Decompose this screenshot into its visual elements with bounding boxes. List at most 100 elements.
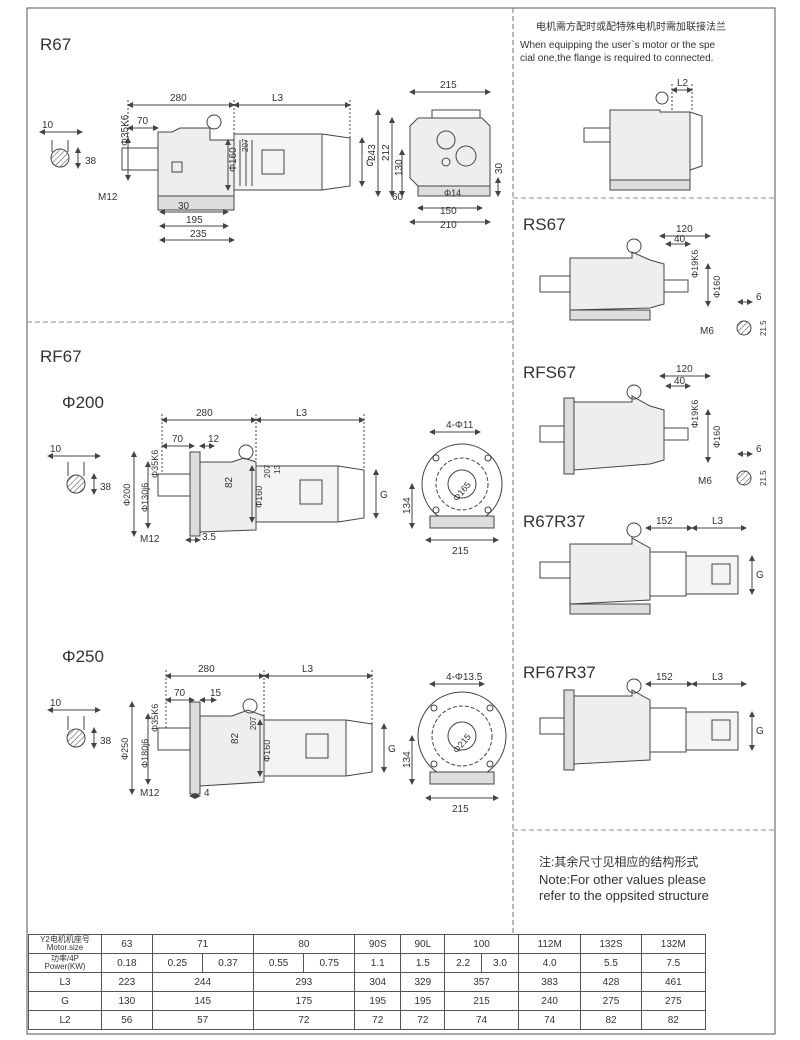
note-other-cn: 注:其余尺寸见相应的结构形式 [539, 854, 698, 869]
cell-l3: 304 [353, 972, 402, 992]
header-power: 功率/4P Power(KW) [28, 953, 102, 973]
dim-side-130: 130 [394, 159, 405, 176]
outer-frame [26, 7, 776, 1035]
dim-rf250-180: Φ180j6 [140, 739, 150, 768]
dim-rf200-10: 10 [50, 444, 62, 455]
title-r67r37: R67R37 [523, 512, 585, 531]
cell-g: 275 [580, 991, 642, 1011]
cell-size: 132M [640, 934, 707, 954]
rs67-view [539, 233, 753, 336]
rfs67-view [539, 373, 753, 486]
dim-rf200-134: 134 [402, 497, 413, 514]
dim-rf200-215: 215 [452, 546, 469, 557]
dim-rs67-160: Φ160 [712, 276, 722, 298]
rf250-side-view [409, 681, 507, 801]
rf200-side-labels: 4-Φ11 Φ165 134 215 [402, 420, 474, 557]
note-other-en-2: refer to the oppsited structure [539, 888, 709, 903]
r67-front-view [39, 100, 365, 243]
cell-size: 71 [151, 934, 254, 954]
dim-rf200-l3: L3 [296, 408, 308, 419]
rf250-side-labels: 4-Φ13.5 Φ215 134 215 [402, 672, 483, 815]
dim-rf250-holes: 4-Φ13.5 [446, 672, 483, 683]
cell-power: 0.55 [268, 957, 289, 969]
table-row-g: G 130 145 175 195 195 215 240 275 275 [28, 991, 707, 1011]
dim-rf200-165: Φ165 [451, 480, 473, 503]
cell-l3: 244 [151, 972, 254, 992]
dim-rf200-m12: M12 [140, 534, 160, 545]
dim-rf250-82: 82 [230, 732, 241, 744]
cell-size: 80 [252, 934, 356, 954]
rf250-front-view [47, 670, 387, 799]
dim-rf200-130: Φ130j6 [140, 483, 150, 512]
dim-r67-l3: L3 [272, 93, 284, 104]
dim-rs67-215: 21.5 [759, 320, 768, 336]
rf200-side-view [409, 429, 503, 543]
note-motor-en-2: cial one,the flange is required to conne… [520, 53, 713, 64]
dim-rf250-215: 215 [452, 804, 469, 815]
cell-g: 195 [353, 991, 402, 1011]
dim-rf250-134: 134 [402, 751, 413, 768]
header-g: G [28, 991, 102, 1011]
dim-side-210: 210 [440, 220, 457, 231]
dim-side-60: 60 [392, 192, 404, 203]
dim-rf200-200: Φ200 [122, 484, 132, 506]
dim-rs67-6: 6 [756, 292, 762, 303]
dim-r67-30: 30 [178, 201, 190, 212]
dim-rf200-82: 82 [224, 476, 235, 488]
motor-spec-table: Y2电机机座号 Motor.size 63 71 80 90S 90L 100 … [28, 934, 707, 1030]
dim-rf250-l3: L3 [302, 664, 314, 675]
cell-size: 132S [580, 934, 642, 954]
cell-g: 240 [517, 991, 582, 1011]
dim-r67-280: 280 [170, 93, 187, 104]
r67-front-labels: 280 L3 70 10 38 Φ35K6 M12 30 195 235 Φ16… [42, 93, 374, 240]
dim-rs67-120: 120 [676, 224, 693, 235]
title-rs67: RS67 [523, 215, 566, 234]
dim-rf200-g: G [380, 490, 388, 501]
dim-rf250-280: 280 [198, 664, 215, 675]
dim-rf250-160: Φ160 [262, 740, 272, 762]
title-r67: R67 [40, 35, 71, 54]
cell-l2: 56 [101, 1010, 153, 1030]
title-rf67r37: RF67R37 [523, 663, 596, 682]
dim-rs67-shaft: Φ19K6 [690, 250, 700, 278]
cell-l2: 57 [151, 1010, 254, 1030]
cell-power: 5.5 [580, 953, 642, 973]
cell-power: 0.18 [101, 953, 153, 973]
rf200-front-labels: 280 L3 70 12 10 38 Φ35K6 Φ200 Φ130j6 82 … [50, 408, 388, 545]
dim-r67r37-g: G [756, 570, 764, 581]
dim-side-150: 150 [440, 206, 457, 217]
dim-rfs67-shaft: Φ19K6 [690, 400, 700, 428]
note-motor-cn: 电机需方配时或配特殊电机时需加联接法兰 [536, 20, 726, 33]
dim-rf200-70: 70 [172, 434, 184, 445]
rs67-labels: 120 40 Φ19K6 Φ160 M6 6 21.5 [674, 224, 768, 337]
dim-rf200-35: 3.5 [202, 532, 216, 543]
cell-l2: 72 [400, 1010, 446, 1030]
cell-power: 1.1 [353, 953, 402, 973]
dim-r67r37-l3: L3 [712, 516, 724, 527]
cell-l2: 72 [353, 1010, 402, 1030]
table-row-l2: L2 56 57 72 72 72 74 74 82 82 [28, 1010, 707, 1030]
dim-rfs67-40: 40 [674, 376, 686, 387]
dim-r67-160: Φ160 [228, 147, 239, 172]
cell-l2: 82 [580, 1010, 642, 1030]
dim-rf250-207: 207 [249, 716, 258, 730]
dim-side-212: 212 [381, 144, 392, 161]
dim-rfs67-6: 6 [756, 444, 762, 455]
dim-r67-38: 38 [85, 156, 97, 167]
dim-r67-m12: M12 [98, 192, 118, 203]
cell-l3: 428 [580, 972, 642, 992]
header-l2: L2 [28, 1010, 102, 1030]
cell-l2: 72 [252, 1010, 356, 1030]
dim-rf200-207: 207 [263, 464, 272, 478]
dim-rf67r37-l3: L3 [712, 672, 724, 683]
header-l3: L3 [28, 972, 102, 992]
cell-size: 90L [400, 934, 446, 954]
dim-rf250-70: 70 [174, 688, 186, 699]
dim-r67-235: 235 [190, 229, 207, 240]
dim-rf200-12: 12 [208, 434, 220, 445]
cell-power: 4.0 [517, 953, 582, 973]
cell-l3: 223 [101, 972, 153, 992]
cell-g: 130 [101, 991, 153, 1011]
